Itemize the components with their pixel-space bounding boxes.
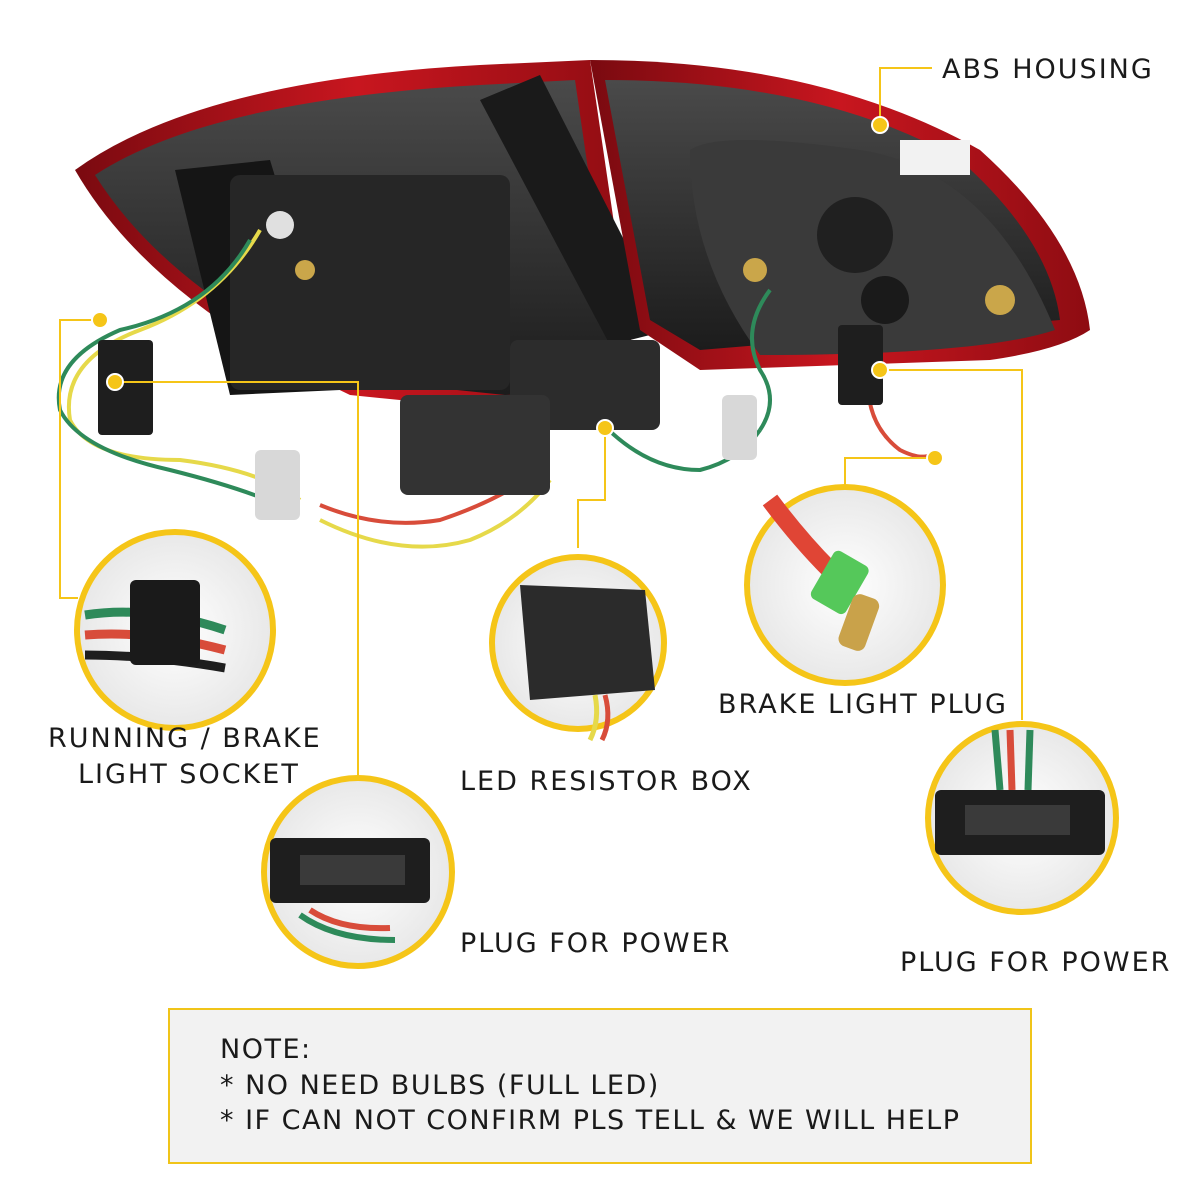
label-led-resistor-box: LED RESISTOR BOX — [460, 766, 753, 797]
zoom-led-resistor-box — [489, 554, 667, 742]
note-title: NOTE: — [220, 1034, 312, 1065]
zoom-plug-for-power-left — [261, 775, 455, 969]
left-tail-light — [75, 60, 670, 410]
right-tail-light — [590, 60, 1090, 370]
callout-dots — [91, 116, 944, 467]
label-running-brake-line1: RUNNING / BRAKE — [48, 723, 322, 754]
zoom-brake-light-plug — [744, 484, 946, 686]
zoom-plug-for-power-right — [925, 721, 1119, 915]
note-box: NOTE: * NO NEED BULBS (FULL LED) * IF CA… — [168, 1008, 1032, 1164]
label-brake-light-plug: BRAKE LIGHT PLUG — [718, 689, 1008, 720]
connectors — [98, 325, 883, 520]
note-line-1: * NO NEED BULBS (FULL LED) — [220, 1070, 660, 1101]
label-plug-for-power-left: PLUG FOR POWER — [460, 928, 732, 959]
note-line-2: * IF CAN NOT CONFIRM PLS TELL & WE WILL … — [220, 1105, 961, 1136]
resistor-boxes — [400, 340, 660, 495]
label-running-brake-line2: LIGHT SOCKET — [78, 759, 300, 790]
label-abs-housing: ABS HOUSING — [942, 54, 1154, 85]
zoom-running-brake-socket — [74, 529, 276, 731]
label-plug-for-power-right: PLUG FOR POWER — [900, 947, 1172, 978]
